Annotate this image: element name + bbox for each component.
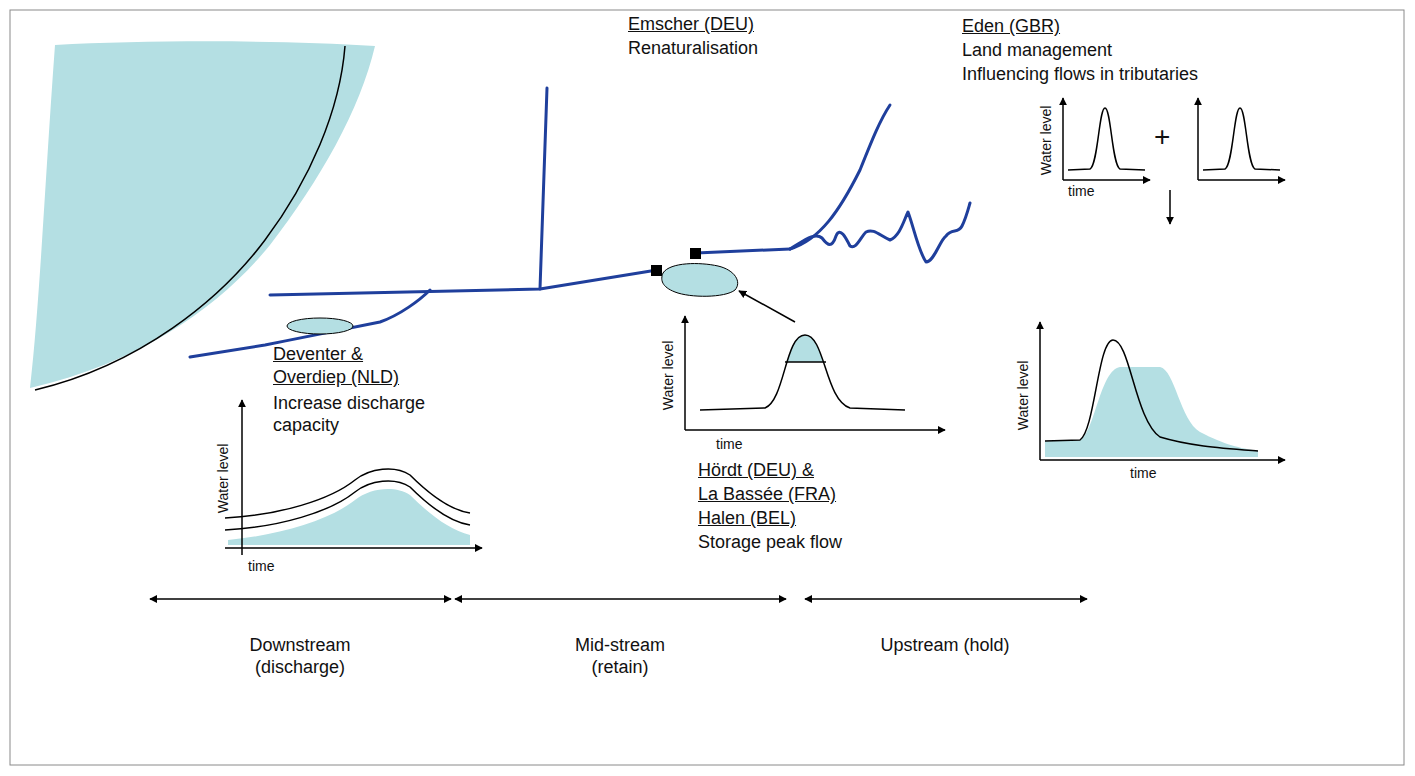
pointer-arrow — [739, 291, 795, 322]
site-name: Halen (BEL) — [698, 508, 796, 530]
measure-text: Increase discharge capacity — [273, 393, 458, 436]
axis-label: Water level — [216, 443, 233, 513]
chart-axis — [1039, 322, 1041, 460]
zone-arrow — [455, 598, 786, 600]
attenuated-flow — [1045, 367, 1258, 457]
site-name: La Bassée (FRA) — [698, 484, 836, 506]
tributary — [540, 88, 547, 289]
water-level-line — [225, 469, 470, 518]
measure-text: Influencing flows in tributaries — [962, 64, 1198, 86]
site-name: Eden (GBR) — [962, 16, 1060, 38]
axis-label: Water level — [661, 340, 678, 410]
chart-axis — [241, 400, 243, 555]
chart-axis — [1197, 98, 1199, 180]
frame-border — [10, 10, 1404, 765]
chart-axis — [225, 547, 482, 549]
main-river — [696, 249, 790, 253]
river-section — [228, 489, 470, 545]
zone-arrow — [150, 598, 451, 600]
chart-axis — [1198, 179, 1285, 181]
site-name: Emscher (DEU) — [628, 14, 754, 36]
floodplain-area — [287, 318, 353, 334]
plus-sign: + — [1154, 120, 1170, 154]
axis-label: Water level — [1039, 105, 1056, 175]
main-river — [270, 270, 657, 295]
site-name: Deventer & — [273, 344, 363, 366]
tributary — [790, 105, 890, 249]
site-name: Overdiep (NLD) — [273, 367, 399, 389]
zone-label: Upstream (hold) — [880, 635, 1010, 657]
measure-text: Renaturalisation — [628, 38, 758, 60]
hydrograph — [1045, 340, 1258, 451]
axis-label: Water level — [1016, 360, 1033, 430]
axis-label: time — [716, 436, 742, 453]
chart-axis — [1062, 98, 1064, 180]
measure-text: Land management — [962, 40, 1112, 62]
zone-label: Mid-stream (retain) — [555, 635, 685, 678]
sluice-gate — [651, 265, 662, 276]
stored-peak — [765, 335, 850, 362]
zone-arrow — [805, 598, 1087, 600]
measure-text: Storage peak flow — [698, 532, 842, 554]
site-name: Hördt (DEU) & — [698, 460, 814, 482]
zone-label: Downstream (discharge) — [235, 635, 365, 678]
tributary — [790, 203, 970, 262]
sluice-gate — [690, 248, 701, 259]
axis-label: time — [248, 558, 274, 575]
hydrograph — [700, 335, 905, 410]
water-level-line — [225, 481, 470, 530]
axis-label: time — [1068, 183, 1094, 200]
flow-arrow — [1169, 190, 1171, 224]
sea-area — [30, 41, 375, 388]
threshold-line — [785, 361, 826, 363]
chart-axis — [1040, 459, 1285, 461]
axis-label: time — [1130, 465, 1156, 482]
retention-basin — [662, 264, 738, 297]
chart-axis — [1063, 179, 1150, 181]
chart-axis — [684, 316, 686, 430]
chart-axis — [685, 429, 945, 431]
hydrograph — [1203, 108, 1280, 170]
hydrograph — [1068, 108, 1145, 170]
